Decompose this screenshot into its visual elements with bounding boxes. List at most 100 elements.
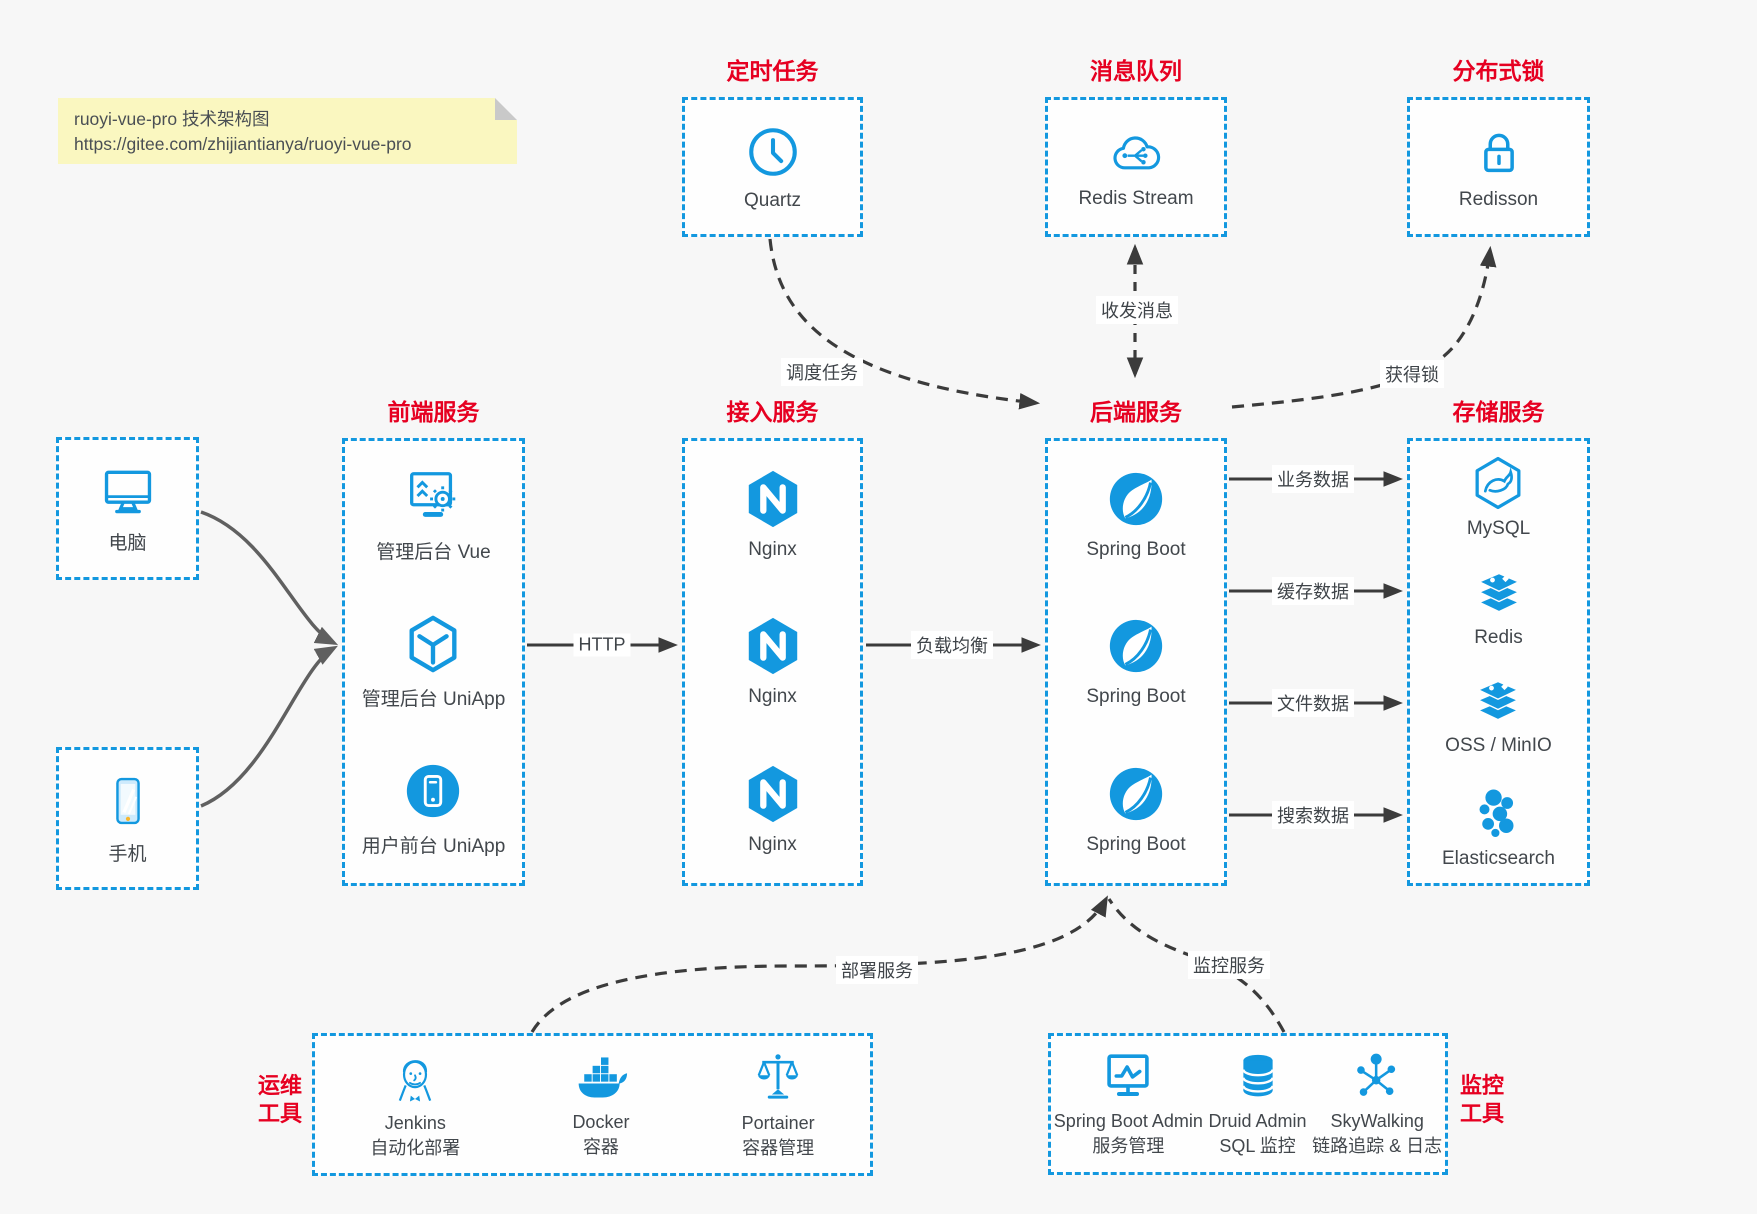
item-mysql: MySQL <box>1467 454 1530 540</box>
box-redisson: Redisson <box>1407 97 1590 237</box>
item-pc: 电脑 <box>98 463 158 555</box>
phone-label: 手机 <box>108 843 147 865</box>
item-admin-uniapp: 管理后台 UniApp <box>361 613 506 711</box>
edge-pc-to-frontend <box>200 510 339 646</box>
ops-label-line1: 运维 <box>257 1073 302 1098</box>
item-docker: Docker 容器 <box>571 1050 631 1160</box>
lock-label: 获得锁 <box>1380 360 1444 388</box>
nginx-icon <box>748 765 797 822</box>
file-data-label: 文件数据 <box>1272 689 1354 717</box>
title-note: ruoyi-vue-pro 技术架构图 https://gitee.com/zh… <box>58 98 517 164</box>
monitoring-label-line1: 监控 <box>1460 1073 1505 1098</box>
business-data-label: 业务数据 <box>1272 465 1354 493</box>
box-redis-stream: Redis Stream <box>1045 97 1227 237</box>
heading-distributed-lock: 分布式锁 <box>1452 58 1545 84</box>
item-admin-vue: 管理后台 Vue <box>376 466 491 564</box>
load-balance-label: 负载均衡 <box>911 631 993 659</box>
spring-boot-icon <box>1109 620 1163 673</box>
desktop-icon <box>104 470 151 513</box>
pc-label: 电脑 <box>108 532 147 554</box>
note-url: https://gitee.com/zhijiantianya/ruoyi-vu… <box>74 134 412 154</box>
item-oss-minio: OSS / MinIO <box>1445 675 1552 757</box>
item-jenkins: Jenkins 自动化部署 <box>370 1049 460 1161</box>
box-monitoring-tools: Spring Boot Admin 服务管理 Druid Admin SQL 监… <box>1048 1033 1448 1175</box>
redis-icon <box>1477 572 1520 613</box>
redis-stream-label: Redis Stream <box>1078 187 1194 209</box>
admin-vue-icon <box>410 471 456 517</box>
spring-boot-icon <box>1109 767 1163 820</box>
user-app-icon <box>407 765 460 818</box>
ops-tools-label: 运维 工具 <box>202 1072 302 1128</box>
mysql-label: MySQL <box>1466 518 1531 540</box>
skywalking-icon <box>1357 1053 1396 1096</box>
deploy-label: 部署服务 <box>836 956 918 984</box>
item-portainer: Portainer 容器管理 <box>742 1049 815 1161</box>
skywalking-sub: 链路追踪 & 日志 <box>1312 1136 1443 1156</box>
heading-backend: 后端服务 <box>1090 399 1182 425</box>
oss-minio-icon <box>1477 681 1520 721</box>
box-quartz: Quartz <box>682 97 863 237</box>
item-springboot-3: Spring Boot <box>1086 763 1186 856</box>
docker-label: Docker 容器 <box>572 1110 629 1160</box>
item-druid-admin: Druid Admin SQL 监控 <box>1209 1049 1307 1159</box>
item-spring-boot-admin: Spring Boot Admin 服务管理 <box>1054 1049 1203 1159</box>
mysql-icon <box>1476 457 1521 510</box>
docker-name: Docker <box>572 1111 630 1132</box>
heading-storage: 存储服务 <box>1452 399 1545 425</box>
heading-gateway: 接入服务 <box>726 399 819 425</box>
heading-scheduled-tasks: 定时任务 <box>726 58 819 84</box>
edge-deploy <box>530 895 1108 1033</box>
edge-phone-to-frontend <box>200 645 338 808</box>
schedule-label: 调度任务 <box>781 358 863 386</box>
portainer-sub: 容器管理 <box>742 1137 815 1158</box>
item-nginx-3: Nginx <box>742 763 804 856</box>
monitor-label: 监控服务 <box>1188 951 1270 979</box>
item-quartz: Quartz <box>744 123 802 212</box>
jenkins-name: Jenkins <box>384 1112 446 1133</box>
item-nginx-1: Nginx <box>742 468 804 561</box>
item-skywalking: SkyWalking 链路追踪 & 日志 <box>1312 1049 1442 1159</box>
oss-minio-label: OSS / MinIO <box>1445 735 1552 757</box>
uniapp-cube-icon <box>409 615 457 673</box>
jenkins-icon <box>399 1059 432 1101</box>
search-data-label: 搜索数据 <box>1272 801 1354 829</box>
admin-uniapp-label: 管理后台 UniApp <box>361 688 506 710</box>
docker-sub: 容器 <box>582 1136 619 1157</box>
cache-data-label: 缓存数据 <box>1272 577 1354 605</box>
heading-message-queue: 消息队列 <box>1090 58 1182 84</box>
clock-icon <box>748 127 797 176</box>
lock-icon <box>1483 133 1514 172</box>
nginx-label: Nginx <box>748 539 797 561</box>
cloud-network-icon <box>1113 135 1161 169</box>
nginx-label: Nginx <box>748 686 797 708</box>
elasticsearch-icon <box>1479 789 1513 837</box>
portainer-icon <box>757 1053 799 1099</box>
smartphone-icon <box>115 777 140 824</box>
user-uniapp-label: 用户前台 UniApp <box>361 836 506 858</box>
message-label: 收发消息 <box>1096 296 1178 324</box>
box-ops-tools: Jenkins 自动化部署 Docker <box>312 1033 873 1176</box>
redisson-label: Redisson <box>1458 188 1539 210</box>
elasticsearch-label: Elasticsearch <box>1442 847 1555 869</box>
nginx-icon <box>748 618 797 675</box>
portainer-label: Portainer 容器管理 <box>742 1111 815 1161</box>
item-redis-stream: Redis Stream <box>1078 125 1194 210</box>
druid-name: Druid Admin <box>1208 1111 1307 1131</box>
item-redisson: Redisson <box>1459 124 1538 211</box>
box-phone: 手机 <box>56 747 199 890</box>
spring-boot-admin-icon <box>1107 1054 1150 1097</box>
nginx-label: Nginx <box>748 833 797 855</box>
druid-admin-label: Druid Admin SQL 监控 <box>1209 1109 1307 1159</box>
item-user-uniapp: 用户前台 UniApp <box>361 760 506 858</box>
box-gateway: Nginx Nginx Nginx <box>682 438 863 886</box>
box-frontend: 管理后台 Vue 管理后台 UniApp 用户前台 UniApp <box>342 438 525 886</box>
box-storage: MySQL Redis OSS / MinIO <box>1407 438 1590 886</box>
item-phone: 手机 <box>102 772 154 866</box>
druid-database-icon <box>1241 1054 1274 1097</box>
monitoring-tools-label: 监控 工具 <box>1460 1072 1560 1128</box>
heading-frontend: 前端服务 <box>387 399 480 425</box>
monitoring-label-line2: 工具 <box>1460 1101 1505 1126</box>
skywalking-label: SkyWalking 链路追踪 & 日志 <box>1312 1109 1442 1159</box>
item-springboot-1: Spring Boot <box>1086 468 1186 561</box>
